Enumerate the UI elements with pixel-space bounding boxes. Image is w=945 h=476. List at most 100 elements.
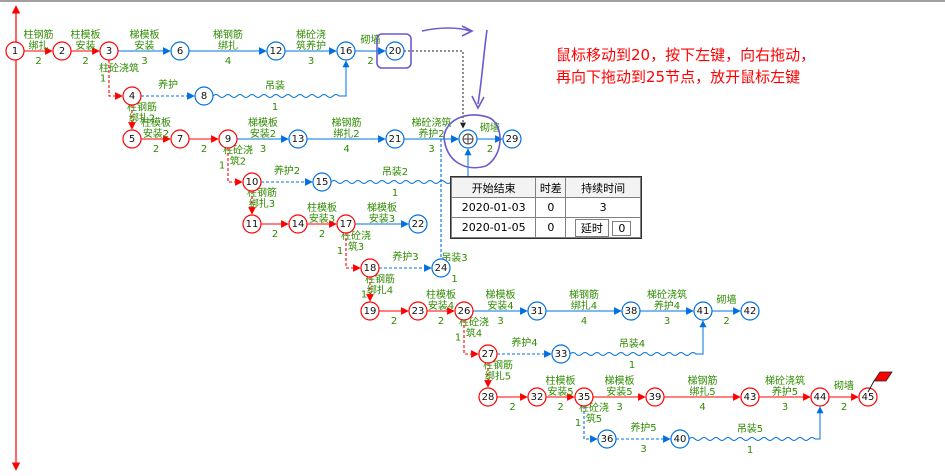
event-node-circle[interactable] [218,129,238,149]
event-node-31[interactable]: 31 [527,301,547,321]
event-node-38[interactable]: 38 [621,301,641,321]
event-node-5[interactable]: 5 [122,129,142,149]
event-node-circle[interactable] [810,387,830,407]
event-node-25[interactable] [458,129,478,149]
event-node-8[interactable]: 8 [194,86,214,106]
event-node-42[interactable]: 42 [740,301,760,321]
event-node-circle[interactable] [385,41,405,61]
activity-arrow-17-18[interactable] [345,233,361,272]
event-node-41[interactable]: 41 [693,301,713,321]
event-node-label: 6 [177,46,183,57]
event-node-circle[interactable] [122,86,142,106]
event-node-circle[interactable] [431,258,451,278]
event-node-circle[interactable] [99,41,119,61]
event-node-24[interactable]: 24 [431,258,451,278]
event-node-23[interactable]: 23 [408,301,428,321]
event-node-circle[interactable] [360,258,380,278]
event-node-circle[interactable] [170,41,190,61]
task-duration-26-27: 1 [455,333,461,344]
event-node-circle[interactable] [693,301,713,321]
event-node-40[interactable]: 40 [670,429,690,449]
event-node-circle[interactable] [336,214,356,234]
event-node-44[interactable]: 44 [810,387,830,407]
activity-arrow-26-27[interactable] [463,320,479,358]
event-node-circle[interactable] [645,387,665,407]
event-node-6[interactable]: 6 [170,41,190,61]
event-node-circle[interactable] [336,41,356,61]
event-node-circle[interactable] [527,387,547,407]
event-node-circle[interactable] [740,301,760,321]
event-node-circle[interactable] [597,429,617,449]
event-node-4[interactable]: 4 [122,86,142,106]
event-node-circle[interactable] [122,129,142,149]
event-node-circle[interactable] [5,41,25,61]
event-node-29[interactable]: 29 [502,129,522,149]
event-node-18[interactable]: 18 [360,258,380,278]
event-node-10[interactable]: 10 [242,172,262,192]
event-node-7[interactable]: 7 [170,129,190,149]
event-node-circle[interactable] [858,387,878,407]
event-node-circle[interactable] [670,429,690,449]
event-node-circle[interactable] [385,129,405,149]
event-node-26[interactable]: 26 [454,301,474,321]
event-node-43[interactable]: 43 [740,387,760,407]
activity-arrow-9-10[interactable] [227,148,243,186]
event-node-circle[interactable] [52,41,72,61]
event-node-45[interactable]: 45 [858,387,878,407]
activity-arrow-15-25[interactable] [330,148,472,184]
task-name-3-6: 梯模板安装 [130,28,160,52]
event-node-circle[interactable] [360,301,380,321]
activity-arrow-24-25[interactable] [440,135,459,277]
event-node-circle[interactable] [242,172,262,192]
event-node-15[interactable]: 15 [312,172,332,192]
event-node-20[interactable]: 20 [385,41,405,61]
event-node-circle[interactable] [266,41,286,61]
event-node-19[interactable]: 19 [360,301,380,321]
event-node-12[interactable]: 12 [266,41,286,61]
event-node-circle[interactable] [478,344,498,364]
event-node-circle[interactable] [408,301,428,321]
activity-arrow-3-4[interactable] [108,60,123,100]
event-node-circle[interactable] [408,214,428,234]
event-node-36[interactable]: 36 [597,429,617,449]
event-node-circle[interactable] [621,301,641,321]
event-node-circle[interactable] [288,129,308,149]
event-node-3[interactable]: 3 [99,41,119,61]
activity-arrow-33-41[interactable] [569,320,707,356]
event-node-circle[interactable] [194,86,214,106]
activity-arrow-20-25[interactable] [404,50,466,129]
event-node-27[interactable]: 27 [478,344,498,364]
event-node-17[interactable]: 17 [336,214,356,234]
event-node-circle[interactable] [740,387,760,407]
event-node-1[interactable]: 1 [5,41,25,61]
event-node-circle[interactable] [527,301,547,321]
event-node-circle[interactable] [551,344,571,364]
event-node-circle[interactable] [242,214,262,234]
event-node-39[interactable]: 39 [645,387,665,407]
event-node-33[interactable]: 33 [551,344,571,364]
delay-value[interactable]: 0 [612,220,632,236]
activity-arrow-35-36[interactable] [583,406,598,443]
event-node-circle[interactable] [288,214,308,234]
event-node-13[interactable]: 13 [288,129,308,149]
event-node-9[interactable]: 9 [218,129,238,149]
event-node-14[interactable]: 14 [288,214,308,234]
event-node-circle[interactable] [478,387,498,407]
event-node-21[interactable]: 21 [385,129,405,149]
activity-arrow-40-44[interactable] [688,406,824,441]
activity-arrow-8-16[interactable] [212,60,350,98]
event-node-32[interactable]: 32 [527,387,547,407]
event-node-circle[interactable] [502,129,522,149]
event-node-22[interactable]: 22 [408,214,428,234]
event-node-circle[interactable] [170,129,190,149]
event-node-28[interactable]: 28 [478,387,498,407]
event-node-circle[interactable] [574,387,594,407]
event-node-16[interactable]: 16 [336,41,356,61]
event-node-circle[interactable] [312,172,332,192]
event-node-11[interactable]: 11 [242,214,262,234]
event-node-35[interactable]: 35 [574,387,594,407]
event-node-2[interactable]: 2 [52,41,72,61]
event-node-label: 39 [649,392,662,403]
event-node-circle[interactable] [454,301,474,321]
